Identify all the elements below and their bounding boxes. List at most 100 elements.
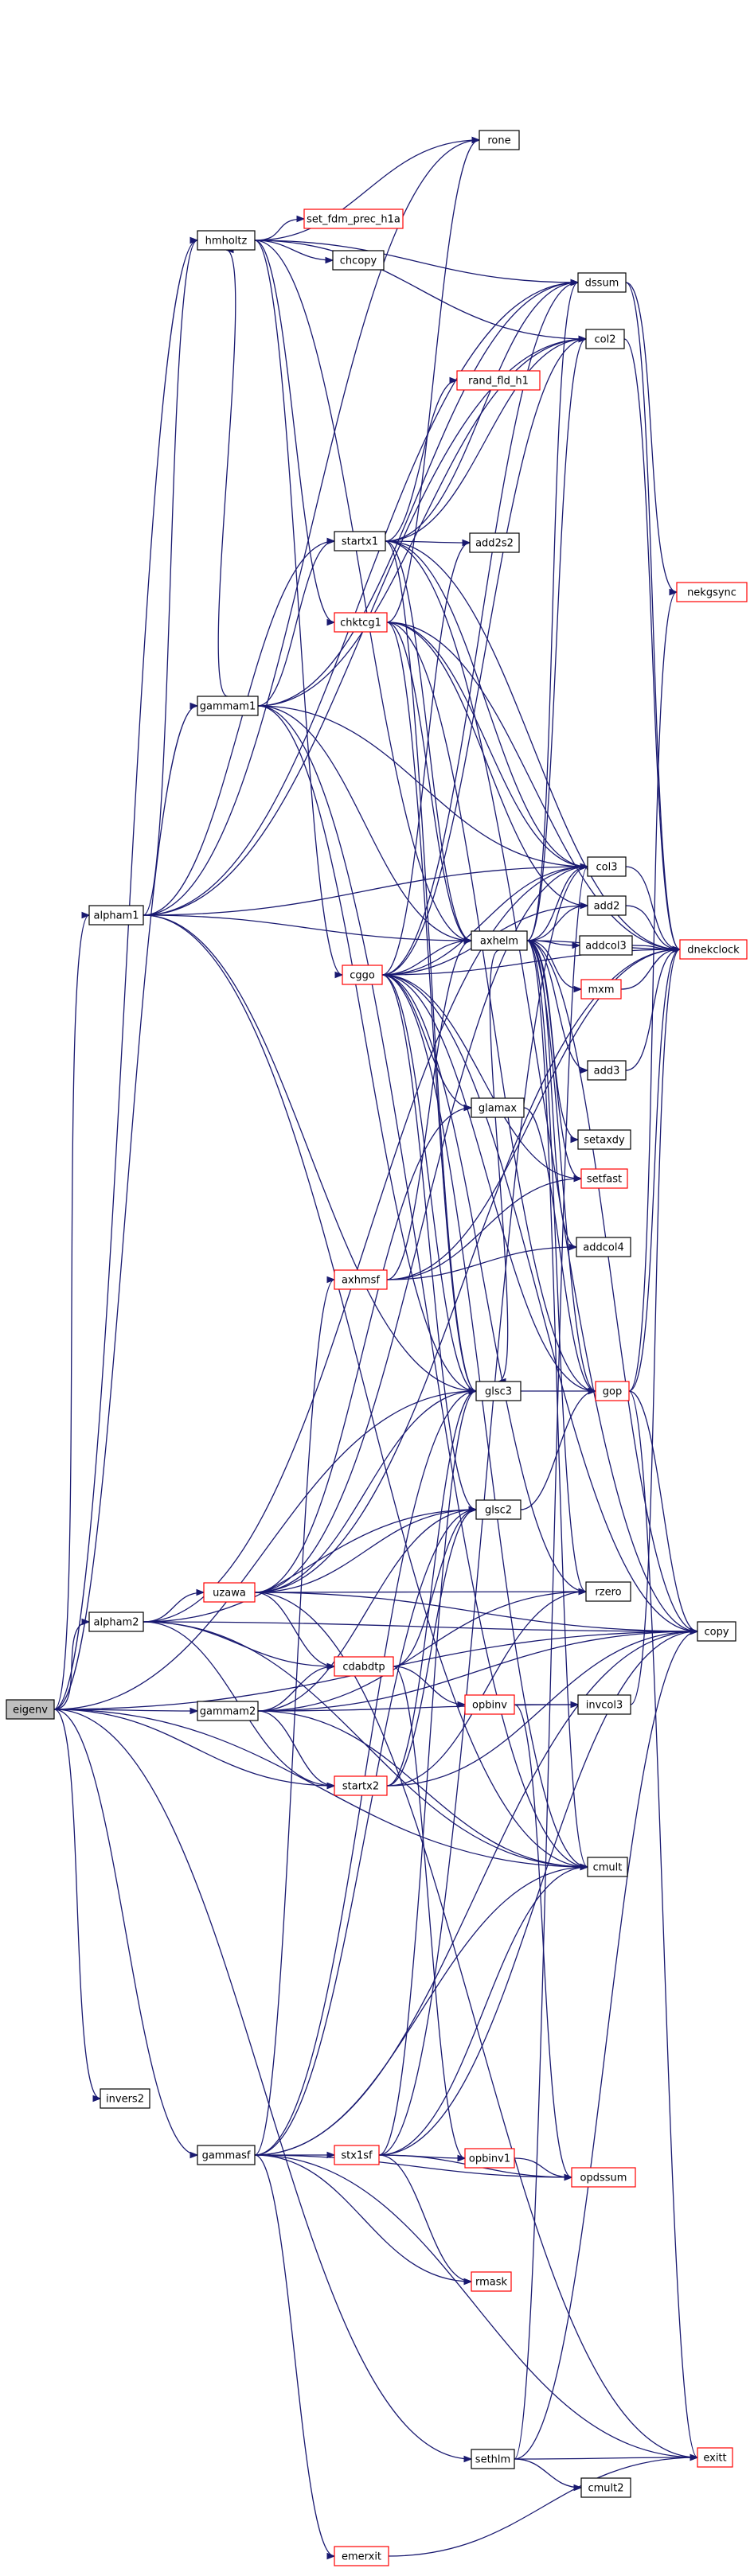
node-eigenv: eigenv (6, 1699, 55, 1720)
node-dssum[interactable]: dssum (577, 272, 627, 293)
node-glsc3[interactable]: glsc3 (475, 1381, 522, 1401)
node-invers2[interactable]: invers2 (100, 2088, 150, 2109)
node-box (88, 1611, 144, 1632)
node-label: invcol3 (586, 1700, 623, 1712)
edge-cdabdtp-to-opbinv (393, 1666, 467, 1709)
node-label: chktcg1 (340, 618, 381, 629)
node-dnekclock[interactable]: dnekclock (679, 939, 748, 960)
arrowhead-icon (690, 1627, 699, 1635)
node-glsc2[interactable]: glsc2 (475, 1499, 522, 1520)
node-sethlm[interactable]: sethlm (471, 2449, 515, 2469)
edge-cggo-to-add2s2 (381, 539, 471, 976)
arrowhead-icon (564, 2173, 573, 2181)
node-col3[interactable]: col3 (587, 856, 627, 877)
node-invcol3[interactable]: invcol3 (577, 1694, 631, 1715)
edge-eigenv-to-gammasf (53, 1709, 199, 2159)
arrowhead-icon (669, 588, 678, 596)
edge-stx1sf-to-cmult (378, 1863, 589, 2156)
node-label: startx2 (342, 1781, 379, 1793)
edge-eigenv-to-alpham1 (53, 911, 91, 1710)
edge-axhelm-to-dssum (526, 279, 580, 941)
node-label: rmask (475, 2277, 508, 2289)
edge-gammasf-to-rmask (254, 2154, 473, 2286)
node-rone[interactable]: rone (479, 130, 520, 150)
node-rzero[interactable]: rzero (585, 1581, 631, 1602)
node-setaxdy[interactable]: setaxdy (577, 1129, 631, 1150)
node-box (471, 2449, 515, 2469)
node-hmholtz[interactable]: hmholtz (197, 230, 256, 251)
node-nekgsync[interactable]: nekgsync (676, 582, 748, 602)
node-rmask[interactable]: rmask (471, 2271, 512, 2292)
node-box (197, 696, 259, 716)
edge-sethlm-to-cmult2 (514, 2458, 583, 2492)
arrowhead-icon (326, 537, 336, 545)
node-rand_fld_h1[interactable]: rand_fld_h1 (456, 370, 541, 391)
node-box (197, 230, 256, 251)
node-cdabdtp[interactable]: cdabdtp (334, 1656, 394, 1677)
edge-axhelm-to-add2 (526, 902, 589, 941)
node-opbinv[interactable]: opbinv (464, 1694, 515, 1715)
node-box (88, 905, 144, 926)
node-axhmsf[interactable]: axhmsf (334, 1269, 388, 1290)
node-gop[interactable]: gop (595, 1381, 630, 1401)
node-gammasf[interactable]: gammasf (197, 2145, 256, 2165)
node-startx1[interactable]: startx1 (334, 531, 386, 551)
node-emerxit[interactable]: emerxit (334, 2546, 389, 2566)
node-addcol3[interactable]: addcol3 (579, 935, 633, 956)
node-setfast[interactable]: setfast (580, 1168, 628, 1189)
node-box (580, 979, 622, 1000)
node-stx1sf[interactable]: stx1sf (334, 2145, 380, 2165)
node-box (475, 1499, 522, 1520)
node-box (576, 1237, 631, 1257)
edge-gop-to-copy (628, 1390, 699, 1635)
node-glamax[interactable]: glamax (471, 1097, 525, 1118)
node-uzawa[interactable]: uzawa (203, 1582, 256, 1603)
node-opdssum[interactable]: opdssum (571, 2167, 636, 2188)
node-startx2[interactable]: startx2 (334, 1775, 388, 1796)
node-alpham1[interactable]: alpham1 (88, 905, 144, 926)
edge-stx1sf-to-glsc3 (378, 1387, 478, 2156)
node-cmult2[interactable]: cmult2 (580, 2477, 631, 2498)
arrowhead-icon (468, 1506, 478, 1514)
node-gammam2[interactable]: gammam2 (197, 1701, 259, 1721)
node-label: eigenv (13, 1705, 48, 1717)
node-col2[interactable]: col2 (585, 329, 625, 349)
node-box (587, 895, 627, 916)
edge-gop-to-exitt (628, 1390, 699, 2461)
node-box (456, 370, 541, 391)
node-cmult[interactable]: cmult (587, 1857, 628, 1877)
edge-dssum-to-dnekclock (625, 282, 682, 953)
edge-opbinv-to-invcol3 (514, 1701, 580, 1709)
node-box (197, 2145, 256, 2165)
node-exitt[interactable]: exitt (697, 2447, 733, 2468)
node-add2[interactable]: add2 (587, 895, 627, 916)
node-set_fdm_prec_h1a[interactable]: set_fdm_prec_h1a (303, 208, 404, 229)
edge-hmholtz-to-col2 (254, 240, 588, 343)
node-gammam1[interactable]: gammam1 (197, 696, 259, 716)
node-label: uzawa (213, 1588, 246, 1600)
node-alpham2[interactable]: alpham2 (88, 1611, 144, 1632)
node-chcopy[interactable]: chcopy (332, 250, 385, 271)
edge-alpham1-to-rone (143, 136, 481, 916)
edge-eigenv-to-invers2 (53, 1709, 102, 2102)
node-opbinv1[interactable]: opbinv1 (464, 2148, 515, 2169)
node-label: emerxit (342, 2551, 381, 2563)
node-add3[interactable]: add3 (587, 1060, 627, 1081)
node-box (464, 2148, 515, 2169)
node-add2s2[interactable]: add2s2 (469, 532, 520, 553)
node-addcol4[interactable]: addcol4 (576, 1237, 631, 1257)
edge-eigenv-to-glsc3 (53, 1387, 478, 1710)
node-axhelm[interactable]: axhelm (471, 930, 528, 951)
edge-chktcg1-to-rone (386, 136, 481, 623)
node-label: exitt (703, 2453, 726, 2465)
edge-axhelm-to-col3 (526, 863, 589, 941)
node-copy[interactable]: copy (697, 1621, 736, 1642)
edge-eigenv-to-hmholtz (53, 236, 199, 1710)
edge-opbinv1-to-opdssum (514, 2157, 573, 2181)
node-cggo[interactable]: cggo (342, 965, 383, 985)
node-label: col2 (595, 334, 616, 346)
node-mxm[interactable]: mxm (580, 979, 622, 1000)
arrowhead-icon (326, 618, 336, 626)
node-box (334, 1656, 394, 1677)
node-chktcg1[interactable]: chktcg1 (334, 612, 388, 633)
